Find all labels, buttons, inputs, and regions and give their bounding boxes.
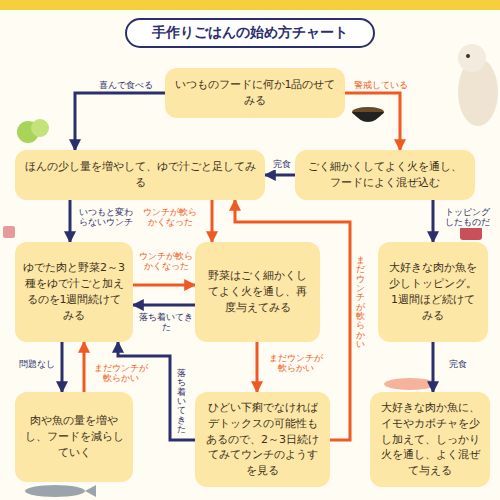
bowl-illustration	[352, 107, 384, 122]
box-text: ごく細かくしてよく火を通し、フードによく混ぜ込む	[303, 159, 467, 191]
process-box: 大好きな肉か魚に、イモやカボチャを少し加えて、しっかり火を通し、よく混ぜて与える	[370, 392, 490, 487]
flow-arrow	[83, 342, 86, 392]
arrow-label: 喜んで食べる	[95, 79, 157, 91]
arrow-label: まだウンチが軟らかい	[264, 352, 328, 374]
arrow-label: 警戒している	[350, 79, 412, 91]
box-text: いつものフードに何か1品のせてみる	[173, 77, 337, 109]
chicken-illustration	[384, 378, 436, 390]
box-text: 肉や魚の量を増やし、フードを減らしていく	[23, 413, 125, 461]
top-band	[0, 0, 500, 10]
lettuce-illustration	[17, 119, 49, 143]
process-box: 肉や魚の量を増やし、フードを減らしていく	[15, 392, 133, 482]
box-text: 大好きな肉か魚に、イモやカボチャを少し加えて、しっかり火を通し、よく混ぜて与える	[378, 400, 482, 480]
box-text: ほんの少し量を増やして、ゆで汁ごと足してみる	[23, 159, 257, 191]
arrow-label: 完食	[442, 358, 474, 370]
arrow-label: いつもと変わらないウンチ	[76, 206, 136, 228]
chart-title: 手作りごはんの始め方チャート	[125, 18, 375, 48]
arrow-label: 落ち着いてきた	[138, 311, 194, 333]
arrow-label: 問題なし	[16, 358, 58, 370]
flow-arrow	[265, 174, 295, 177]
arrow-label: まだウンチが軟らかい	[355, 255, 366, 350]
flow-arrow	[133, 284, 195, 287]
flow-arrow	[75, 93, 165, 150]
dog-illustration	[458, 44, 498, 126]
arrow-label: 完食	[270, 158, 294, 170]
box-text: ゆでた肉と野菜2～3種をゆで汁ごと加えるのを1週間続けてみる	[23, 260, 125, 324]
process-box: いつものフードに何か1品のせてみる	[165, 68, 345, 118]
flow-arrow	[345, 93, 400, 150]
flow-arrow	[133, 304, 195, 307]
flow-arrow	[432, 200, 435, 242]
arrow-label: トッピングしたものだ	[440, 206, 494, 228]
flow-arrow	[69, 200, 72, 242]
flow-arrow	[256, 342, 259, 392]
meat-illustration	[3, 226, 482, 240]
process-box: ゆでた肉と野菜2～3種をゆで汁ごと加えるのを1週間続けてみる	[15, 242, 133, 342]
process-box: 野菜はごく細かくしてよく火を通し、再度与えてみる	[195, 242, 320, 342]
process-box: ほんの少し量を増やして、ゆで汁ごと足してみる	[15, 150, 265, 200]
flow-arrow	[432, 342, 435, 392]
arrow-label: ウンチが軟らかくなった	[140, 206, 200, 228]
process-box: ひどい下痢でなければデトックスの可能性もあるので、2～3日続けてみてウンチのよう…	[195, 392, 330, 487]
flow-arrow	[211, 200, 214, 242]
arrow-label: ウンチが軟らかくなった	[138, 250, 194, 272]
flow-arrow	[61, 342, 64, 392]
box-text: 野菜はごく細かくしてよく火を通し、再度与えてみる	[203, 268, 312, 316]
process-box: ごく細かくしてよく火を通し、フードによく混ぜ込む	[295, 150, 475, 200]
arrow-label: まだウンチが軟らかい	[90, 362, 152, 384]
box-text: ひどい下痢でなければデトックスの可能性もあるので、2～3日続けてみてウンチのよう…	[203, 400, 322, 480]
fish-illustration	[25, 485, 96, 497]
arrow-label: 落ち着いてきた	[176, 368, 187, 435]
box-text: 大好きな肉か魚を少しトッピング。1週間ほど続けてみる	[386, 260, 480, 324]
process-box: 大好きな肉か魚を少しトッピング。1週間ほど続けてみる	[378, 242, 488, 342]
